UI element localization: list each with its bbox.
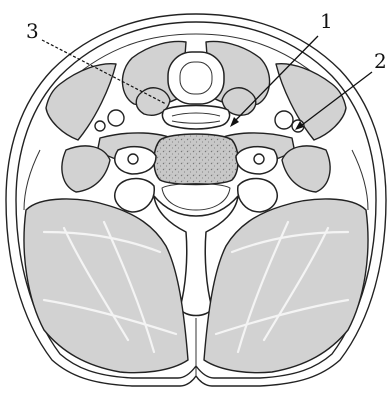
carotid-sheath-left xyxy=(95,110,124,131)
label-1: 1 xyxy=(320,9,333,33)
scalene-muscle-left xyxy=(62,146,110,192)
trapezius-left-margin xyxy=(24,150,40,210)
label-2: 2 xyxy=(374,49,387,73)
transverse-foramen-right xyxy=(254,154,264,164)
label-3: 3 xyxy=(26,19,39,43)
spinal-canal xyxy=(162,184,230,211)
vertebral-body xyxy=(154,134,238,185)
transverse-foramen-left xyxy=(128,154,138,164)
sternocleidomastoid-left xyxy=(46,64,116,140)
articular-process-left xyxy=(115,179,154,213)
scalene-muscle-right xyxy=(282,146,330,192)
trachea xyxy=(168,52,224,104)
trapezius-right-margin xyxy=(352,150,368,210)
esophagus xyxy=(162,106,229,130)
articular-process-right xyxy=(238,179,277,213)
